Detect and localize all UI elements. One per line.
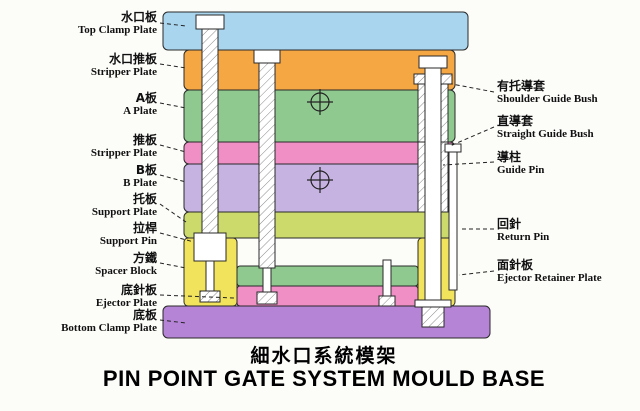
ejector-screw-shaft — [382, 259, 392, 297]
label-bottom-clamp-plate: 底板 Bottom Clamp Plate — [61, 308, 157, 335]
label-guide-pin-en: Guide Pin — [497, 164, 545, 176]
label-ejector-plate: 底針板 Ejector Plate — [96, 283, 157, 310]
label-guide-pin-cn: 導柱 — [497, 150, 522, 164]
leader-bottom-clamp-plate — [159, 319, 187, 324]
label-support-pin-en: Support Pin — [99, 235, 157, 247]
leader-lines-right — [442, 83, 495, 276]
leader-a-plate — [159, 102, 187, 109]
screw-symbol-a-plate — [307, 89, 333, 115]
leader-lines-left — [159, 22, 235, 324]
label-top-clamp-plate: 水口板 Top Clamp Plate — [78, 10, 157, 37]
ejector-screw-head — [378, 295, 396, 307]
label-b-plate-en: B Plate — [123, 177, 157, 189]
label-ejector-plate-cn: 底針板 — [120, 283, 157, 297]
stripper-plate-mid — [183, 141, 456, 165]
label-b-plate: B板 B Plate — [123, 163, 157, 190]
leader-spacer-block — [159, 262, 187, 269]
center-pillar-head — [253, 49, 281, 64]
leader-b-plate — [159, 174, 187, 183]
label-straight-guide-bush: 直導套 Straight Guide Bush — [497, 114, 594, 141]
label-b-plate-cn: B板 — [135, 163, 157, 177]
guide-pin-shaft — [424, 67, 442, 307]
label-support-plate: 托板 Support Plate — [92, 192, 157, 219]
label-shoulder-guide-bush-en: Shoulder Guide Bush — [497, 93, 598, 105]
label-stripper-plate-mid: 推板 Stripper Plate — [91, 133, 157, 160]
center-pillar-rod — [262, 267, 272, 293]
label-top-clamp-plate-cn: 水口板 — [120, 10, 157, 24]
guide-pin-bolt-head — [421, 306, 445, 328]
support-pin-shaft — [201, 28, 219, 234]
label-bottom-clamp-plate-en: Bottom Clamp Plate — [61, 322, 157, 334]
leader-support-pin — [159, 232, 195, 243]
label-top-clamp-plate-en: Top Clamp Plate — [77, 24, 157, 36]
leader-shoulder-guide-bush — [451, 83, 495, 93]
label-support-pin: 拉桿 Support Pin — [100, 221, 157, 248]
label-support-plate-cn: 托板 — [132, 192, 157, 206]
label-spacer-block-en: Spacer Block — [95, 265, 157, 277]
label-stripper-plate-mid-en: Stripper Plate — [90, 147, 157, 159]
leader-straight-guide-bush — [449, 126, 495, 147]
return-pin-shaft — [448, 151, 458, 291]
label-stripper-plate-top: 水口推板 Stripper Plate — [91, 52, 157, 79]
leader-guide-pin — [442, 161, 495, 166]
leader-ejector-retainer-plate — [458, 270, 495, 276]
label-support-pin-cn: 拉桿 — [132, 221, 157, 235]
label-straight-guide-bush-en: Straight Guide Bush — [497, 128, 594, 140]
label-shoulder-guide-bush: 有托導套 Shoulder Guide Bush — [497, 79, 598, 106]
leader-support-plate — [159, 203, 187, 223]
diagram-title-english: PIN POINT GATE SYSTEM MOULD BASE — [102, 366, 546, 391]
leader-top-clamp-plate — [159, 22, 187, 27]
label-a-plate-cn: A板 — [135, 91, 157, 105]
screw-symbol-b-plate — [307, 167, 333, 193]
label-ejector-retainer-plate: 面針板 Ejector Retainer Plate — [497, 258, 602, 285]
label-stripper-plate-mid-cn: 推板 — [132, 133, 157, 147]
label-straight-guide-bush-cn: 直導套 — [497, 114, 534, 128]
center-pillar-bolt-head — [256, 291, 278, 305]
center-pillar-shaft — [258, 62, 276, 269]
label-a-plate: A板 A Plate — [123, 91, 157, 118]
label-ejector-plate-en: Ejector Plate — [95, 297, 157, 309]
label-stripper-plate-top-en: Stripper Plate — [90, 66, 157, 78]
guide-pin-washer — [414, 299, 452, 308]
support-pin-nut — [199, 290, 221, 303]
label-spacer-block-cn: 方鐵 — [132, 251, 157, 265]
label-spacer-block: 方鐵 Spacer Block — [95, 251, 157, 278]
guide-pin-head — [418, 55, 448, 69]
label-stripper-plate-top-cn: 水口推板 — [108, 52, 157, 66]
support-pin-head — [195, 14, 225, 30]
ejector-plate — [236, 285, 419, 307]
support-pin-rod — [205, 260, 215, 292]
label-ejector-retainer-plate-cn: 面針板 — [497, 258, 534, 272]
label-ejector-retainer-plate-en: Ejector Retainer Plate — [497, 272, 602, 284]
label-guide-pin: 導柱 Guide Pin — [497, 150, 544, 177]
label-return-pin-en: Return Pin — [497, 231, 550, 243]
support-pin-boss — [193, 232, 227, 262]
label-return-pin-cn: 回針 — [497, 217, 522, 231]
diagram-title-chinese: 細水口系統模架 — [250, 345, 398, 367]
label-shoulder-guide-bush-cn: 有托導套 — [497, 79, 546, 93]
leader-stripper-plate-top — [159, 63, 187, 69]
label-return-pin: 回針 Return Pin — [497, 217, 549, 244]
label-a-plate-en: A Plate — [123, 105, 157, 117]
label-support-plate-en: Support Plate — [91, 206, 157, 218]
leader-ejector-plate — [159, 294, 235, 299]
label-bottom-clamp-plate-cn: 底板 — [132, 308, 157, 322]
leader-stripper-plate-mid — [159, 144, 187, 153]
